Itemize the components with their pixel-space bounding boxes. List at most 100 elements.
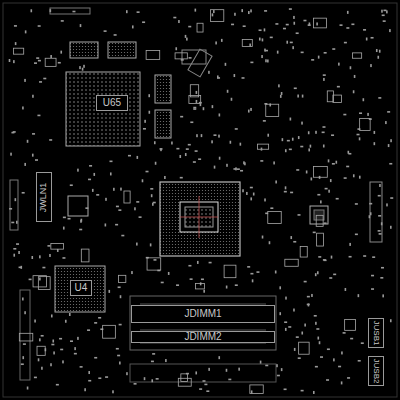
passive-component: [186, 373, 189, 375]
passive-component: [94, 322, 97, 324]
passive-component: [193, 161, 196, 163]
passive-component: [370, 212, 372, 215]
passive-component: [98, 377, 101, 379]
passive-component: [213, 10, 215, 13]
passive-component: [371, 275, 374, 277]
passive-component: [260, 160, 263, 162]
passive-component: [181, 59, 184, 61]
passive-component: [186, 148, 189, 150]
passive-component: [37, 115, 40, 117]
passive-component: [290, 118, 292, 121]
passive-component: [292, 138, 294, 141]
passive-component: [79, 229, 82, 231]
passive-component: [151, 361, 154, 363]
passive-component: [144, 120, 146, 123]
passive-component: [324, 260, 327, 262]
passive-component: [336, 198, 339, 200]
passive-component: [62, 257, 65, 259]
passive-component: [376, 49, 378, 52]
passive-component: [304, 281, 307, 283]
passive-component: [22, 297, 24, 300]
passive-component: [327, 348, 330, 350]
passive-component: [320, 356, 323, 358]
passive-component: [284, 321, 287, 323]
passive-component: [160, 148, 162, 151]
passive-component: [201, 278, 204, 280]
passive-component: [317, 337, 319, 340]
passive-component: [308, 303, 310, 306]
passive-component: [390, 226, 392, 229]
passive-component: [198, 158, 201, 160]
passive-component: [227, 90, 229, 93]
passive-component: [294, 348, 296, 351]
passive-component: [323, 78, 325, 81]
passive-component: [63, 217, 66, 219]
passive-component: [390, 139, 392, 142]
passive-component: [289, 8, 292, 10]
passive-component: [74, 353, 77, 355]
passive-component: [317, 194, 320, 196]
passive-component: [379, 233, 382, 235]
passive-component: [21, 363, 24, 365]
passive-component: [374, 131, 376, 134]
passive-component: [316, 22, 318, 25]
passive-component: [328, 190, 330, 193]
passive-component: [355, 203, 358, 205]
passive-component: [214, 166, 216, 169]
passive-component: [279, 312, 281, 315]
passive-component: [68, 218, 71, 220]
passive-component: [193, 108, 196, 110]
passive-component: [269, 241, 271, 244]
passive-component: [264, 28, 266, 31]
passive-component: [144, 377, 146, 380]
component-outline: JUSB1: [368, 318, 384, 348]
passive-component: [34, 320, 36, 323]
passive-component: [118, 209, 121, 211]
passive-component: [359, 176, 361, 179]
passive-component: [346, 27, 349, 29]
passive-component: [136, 243, 138, 246]
passive-component: [277, 375, 280, 377]
passive-component: [314, 167, 328, 178]
passive-component: [50, 55, 52, 58]
passive-component: [74, 347, 76, 350]
passive-component: [19, 267, 22, 269]
passive-component: [359, 137, 361, 140]
passive-component: [41, 367, 43, 370]
passive-component: [217, 77, 220, 79]
passive-component: [51, 244, 64, 250]
passive-component: [323, 144, 325, 147]
passive-component: [265, 365, 268, 367]
passive-component: [221, 39, 223, 42]
reference-designator: U4: [75, 283, 88, 293]
passive-component: [250, 197, 252, 200]
passive-component: [120, 188, 122, 191]
passive-component: [88, 371, 90, 374]
passive-component: [38, 358, 40, 361]
passive-component: [260, 361, 262, 364]
passive-component: [119, 361, 121, 364]
passive-component: [243, 161, 245, 164]
passive-component: [297, 95, 299, 98]
passive-component: [285, 149, 287, 152]
passive-component: [349, 256, 352, 258]
passive-component: [326, 379, 329, 381]
passive-component: [80, 24, 82, 27]
passive-component: [70, 184, 73, 186]
passive-component: [18, 251, 20, 254]
passive-component: [301, 332, 303, 335]
passive-component: [358, 360, 361, 362]
passive-component: [226, 369, 228, 372]
passive-component: [118, 286, 121, 288]
passive-component: [279, 286, 281, 289]
passive-component: [313, 391, 315, 394]
passive-component: [210, 10, 223, 22]
passive-component: [331, 134, 334, 136]
passive-component: [208, 71, 210, 74]
passive-component: [378, 215, 381, 217]
passive-component: [195, 371, 197, 374]
passive-component: [34, 62, 37, 64]
passive-component: [378, 230, 381, 232]
passive-component: [314, 315, 317, 317]
passive-component: [316, 328, 319, 330]
